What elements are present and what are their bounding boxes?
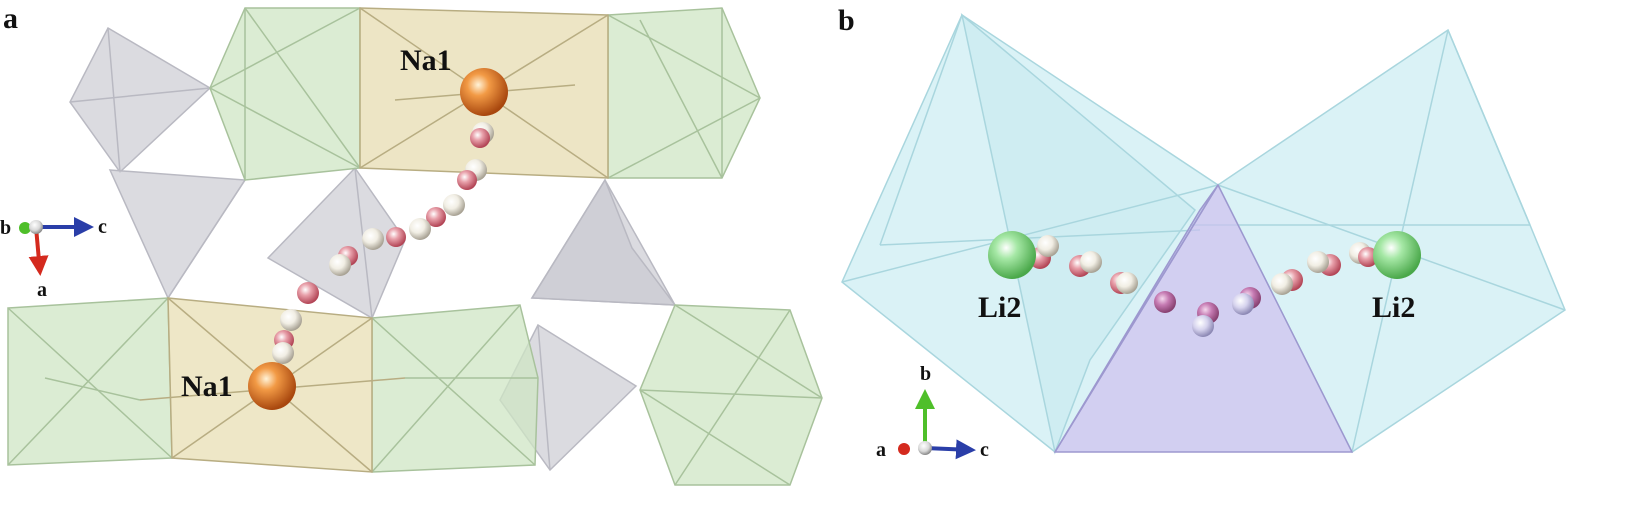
axis-label-c: c [980,439,989,461]
path-site [470,128,490,148]
axis-label-a: a [876,439,886,461]
path-site [457,170,477,190]
li2-label-left: Li2 [978,291,1021,324]
migration-path-b [1029,235,1378,337]
path-site [272,342,294,364]
axis-label-c: c [98,216,107,238]
migration-path-a [272,122,494,364]
path-site [1037,235,1059,257]
axis-label-b: b [0,217,11,239]
axis-b-dot [19,222,31,234]
path-site [1271,273,1293,295]
path-site [1154,291,1176,313]
path-site [409,218,431,240]
panel-letter-a: a [3,2,18,35]
li2-label-right: Li2 [1372,291,1415,324]
axis-triad-a: c a b [0,216,107,301]
panel-letter-b: b [838,4,855,37]
path-site [1232,293,1254,315]
path-site [443,194,465,216]
axis-label-a: a [37,279,47,301]
path-site [1080,251,1102,273]
path-site [426,207,446,227]
axis-triad-b: b c a [876,363,989,461]
path-site [1358,247,1378,267]
li2-atom-right [1373,231,1421,279]
green-octahedra-bottom [7,297,823,486]
path-site [386,227,406,247]
li2-atom-left [988,231,1036,279]
axis-origin [29,220,43,234]
path-site [1192,315,1214,337]
axis-a-dot [898,443,910,455]
path-site [280,309,302,331]
path-site [1116,272,1138,294]
path-site [329,254,351,276]
axis-label-b: b [920,363,931,385]
green-octahedra-top [209,7,761,181]
na1-atom-top [460,68,508,116]
na1-atom-bottom [248,362,296,410]
na1-label-bottom: Na1 [181,370,233,403]
path-site [1307,251,1329,273]
path-site [362,228,384,250]
na1-label-top: Na1 [400,44,452,77]
panel-b: b Li2 Li2 b c a [838,4,1566,461]
path-site [297,282,319,304]
axis-origin [918,441,932,455]
panel-a: a Na1 Na1 c a b [0,2,823,486]
